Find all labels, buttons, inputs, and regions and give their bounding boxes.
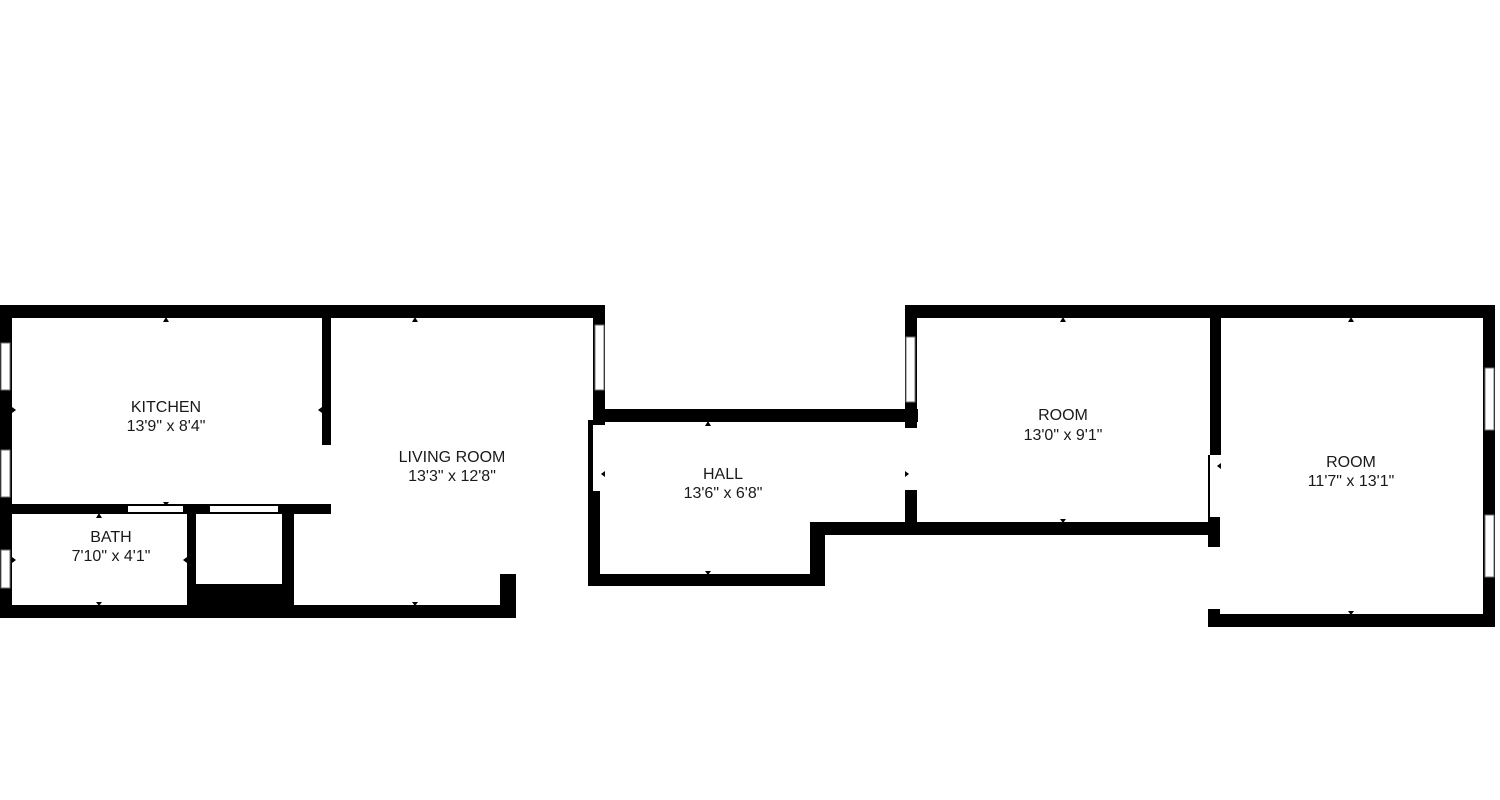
wall-kitchen-living <box>322 305 331 445</box>
windows <box>0 324 1495 589</box>
window-bath <box>0 549 11 589</box>
tick-living-top <box>412 317 418 322</box>
doorway-kitchen-living <box>322 445 331 504</box>
window-living <box>594 324 605 391</box>
wall-top-right-unit <box>905 305 1495 318</box>
kitchen-dimensions: 13'9" x 8'4" <box>127 418 206 435</box>
closet-fill <box>190 584 290 614</box>
wall-room2-bottom <box>1208 614 1495 627</box>
wall-bath-right <box>187 504 196 618</box>
wall-hall-top <box>593 409 918 422</box>
walls <box>0 305 1495 627</box>
window-room2-lower <box>1484 514 1495 578</box>
wall-living-step <box>500 574 516 618</box>
doorway-room1-room2 <box>1210 455 1221 517</box>
wall-top-left-unit <box>0 305 605 318</box>
tick-kitchen-top <box>163 317 169 322</box>
tick-room1-left <box>913 417 917 423</box>
bath-name: BATH <box>90 529 131 546</box>
window-kitchen-upper <box>0 342 11 391</box>
tick-room1-bottom <box>1060 519 1066 523</box>
room-2-dimensions: 11'7" x 13'1" <box>1308 473 1395 490</box>
tick-room2-left <box>1217 463 1221 469</box>
wall-room1-room2 <box>1210 305 1221 455</box>
tick-kitchen-right <box>318 407 322 413</box>
doorway-hall-room1 <box>905 428 917 490</box>
living-room-dimensions: 13'3" x 12'8" <box>408 468 496 485</box>
wall-hall-bottom <box>588 574 825 586</box>
hall-name: HALL <box>703 466 743 483</box>
tick-bath-top <box>96 513 102 518</box>
wall-hall-step-vertical <box>810 522 825 586</box>
tick-hall-top <box>705 421 711 426</box>
tick-kitchen-left <box>12 407 16 413</box>
tick-room1-top <box>1060 317 1066 322</box>
doorway-room2-lower <box>1208 547 1220 609</box>
tick-room2-bottom <box>1348 611 1354 615</box>
room-labels: KITCHEN 13'9" x 8'4" LIVING ROOM 13'3" x… <box>72 399 1395 565</box>
kitchen-name: KITCHEN <box>131 399 201 416</box>
window-room2-upper <box>1484 367 1495 431</box>
tick-hall-left <box>601 471 605 477</box>
dimension-ticks <box>12 317 1487 615</box>
doorway-closet <box>210 506 278 512</box>
tick-room2-top <box>1348 317 1354 322</box>
bath-dimensions: 7'10" x 4'1" <box>72 548 151 565</box>
window-kitchen-lower <box>0 449 11 498</box>
hall-dimensions: 13'6" x 6'8" <box>684 485 763 502</box>
tick-living-right <box>588 542 592 548</box>
room-2-name: ROOM <box>1326 454 1376 471</box>
tick-living-left <box>290 542 294 548</box>
tick-bath-right <box>183 557 187 563</box>
tick-hall-right <box>905 471 909 477</box>
tick-hall-bottom <box>705 571 711 575</box>
room-1-name: ROOM <box>1038 407 1088 424</box>
tick-bath-bottom <box>96 602 102 606</box>
room-1-dimensions: 13'0" x 9'1" <box>1024 427 1103 444</box>
tick-room2-right <box>1483 463 1487 469</box>
doorway-kitchen-bath <box>128 506 183 512</box>
window-room1 <box>905 336 916 403</box>
tick-kitchen-bottom <box>163 502 169 506</box>
tick-bath-left <box>12 557 16 563</box>
living-room-name: LIVING ROOM <box>399 449 506 466</box>
doorway-living-hall <box>593 425 605 491</box>
tick-living-bottom <box>412 602 418 606</box>
tick-room1-right <box>1210 417 1214 423</box>
doorway-living-bottom <box>516 576 586 585</box>
wall-hall-step-top <box>810 522 1220 535</box>
